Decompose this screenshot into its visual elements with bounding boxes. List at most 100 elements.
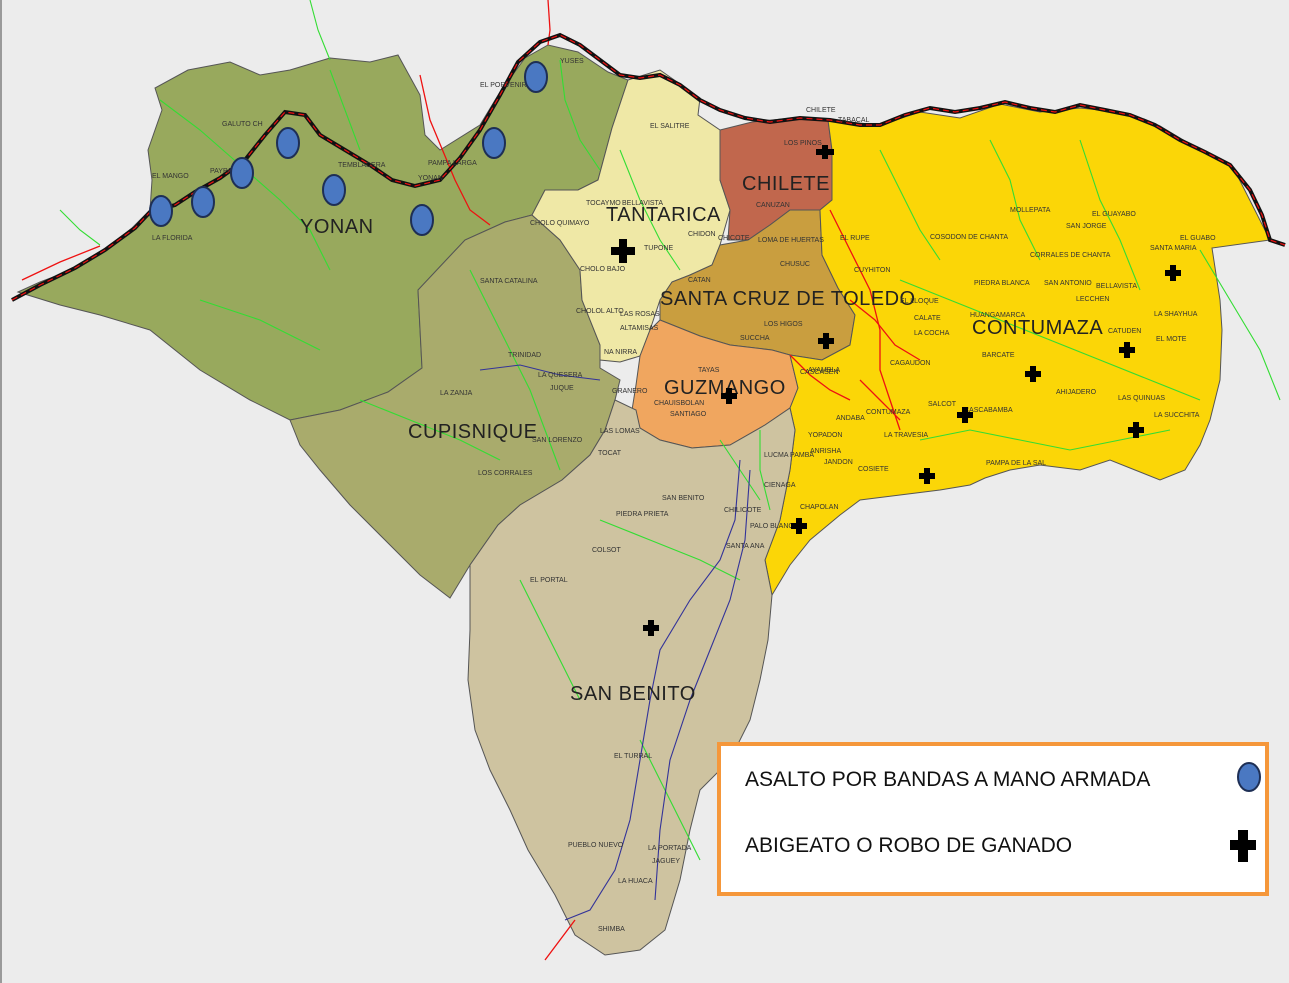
place-granero: GRANERO	[612, 388, 648, 395]
place-la-shayhua: LA SHAYHUA	[1154, 311, 1198, 318]
river-18	[309, 0, 331, 61]
place-la-florida: LA FLORIDA	[152, 235, 193, 242]
theft-marker	[721, 388, 737, 404]
place-tembladera: TEMBLADERA	[338, 162, 386, 169]
place-el-lloque: EL LLOQUE	[900, 298, 939, 305]
place-chicote: CHICOTE	[718, 235, 750, 242]
place-catan: CATAN	[688, 277, 711, 284]
place-chapolan: CHAPOLAN	[800, 504, 839, 511]
river-9	[899, 279, 1201, 401]
place-bellavista-c: BELLAVISTA	[1096, 283, 1137, 290]
place-piedra-prieta: PIEDRA PRIETA	[616, 511, 669, 518]
track-network	[479, 364, 751, 921]
place-jugue: JUQUE	[550, 385, 574, 392]
theft-marker	[957, 407, 973, 423]
place-las-quinuas: LAS QUINUAS	[1118, 395, 1165, 402]
place-tocaymo: TOCAYMO	[586, 200, 621, 207]
frame-left-border	[0, 0, 2, 983]
theft-marker	[791, 518, 807, 534]
place-las-rosas: LAS ROSAS	[620, 311, 660, 318]
place-cascabamba: CASCABAMBA	[964, 407, 1013, 414]
track-san-benito	[564, 459, 741, 921]
track-cupisnique	[479, 364, 601, 381]
place-santa-catalina: SANTA CATALINA	[480, 278, 538, 285]
legend-theft-label: ABIGEATO O ROBO DE GANADO	[745, 834, 1073, 857]
place-andaba: ANDABA	[836, 415, 865, 422]
place-yuses: YUSES	[560, 58, 584, 65]
place-succha: SUCCHA	[740, 335, 770, 342]
place-el-guabo: EL GUABO	[1180, 235, 1216, 242]
theft-marker	[1165, 265, 1181, 281]
place-los-corrales: LOS CORRALES	[478, 470, 533, 477]
place-tupone: TUPONE	[644, 245, 674, 252]
river-3	[559, 59, 601, 171]
place-san-benito-town: SAN BENITO	[662, 495, 705, 502]
place-cholol-alto: CHOLOL ALTO	[576, 308, 624, 315]
river-16	[359, 399, 501, 461]
road-east-2	[859, 379, 901, 421]
place-el-portal: EL PORTAL	[530, 577, 568, 584]
place-corrales-chanta: CORRALES DE CHANTA	[1030, 252, 1111, 259]
place-la-zanja: LA ZANJA	[440, 390, 473, 397]
place-ayambla: AYAMBLA	[808, 367, 840, 374]
place-huangamarca: HUANGAMARCA	[970, 312, 1026, 319]
river-12	[519, 579, 581, 701]
road-east-1	[849, 299, 921, 361]
place-la-quesera: LA QUESERA	[538, 372, 583, 379]
place-bellavista-t: BELLAVISTA	[622, 200, 663, 207]
place-chauisbolan: CHAUISBOLAN	[654, 400, 704, 407]
place-santiago: SANTIAGO	[670, 411, 707, 418]
theft-marker	[816, 145, 834, 159]
place-lecchen: LECCHEN	[1076, 296, 1109, 303]
place-canuzan: CANUZAN	[756, 202, 790, 209]
place-los-pinos: LOS PINOS	[784, 140, 822, 147]
river-10	[919, 429, 1171, 451]
assault-marker	[149, 195, 173, 227]
assault-markers	[149, 61, 548, 236]
place-cuyhuton: CUYHITON	[854, 267, 890, 274]
assault-marker	[482, 127, 506, 159]
track-san-benito-2	[654, 469, 751, 901]
label-santa-cruz: SANTA CRUZ DE TOLEDO	[660, 288, 916, 310]
river-8	[1079, 139, 1141, 291]
map-legend: ASALTO POR BANDAS A MANO ARMADA ABIGEATO…	[717, 742, 1269, 896]
road-network	[21, 0, 921, 961]
place-santa-maria: SANTA MARIA	[1150, 245, 1197, 252]
legend-assault-label: ASALTO POR BANDAS A MANO ARMADA	[745, 768, 1151, 791]
place-la-succhita: LA SUCCHITA	[1154, 412, 1200, 419]
label-tantarica: TANTARICA	[606, 204, 721, 226]
place-la-travesia: LA TRAVESIA	[884, 432, 928, 439]
place-galuto: GALUTO CH	[222, 121, 263, 128]
department-boundary-red	[11, 34, 1286, 301]
label-yonan: YONAN	[300, 216, 374, 238]
place-catuden: CATUDEN	[1108, 328, 1141, 335]
place-jandon: JANDON	[824, 459, 853, 466]
place-tocat: TOCAT	[598, 450, 622, 457]
assault-marker	[410, 204, 434, 236]
place-san-antonio: SAN ANTONIO	[1044, 280, 1092, 287]
theft-marker	[1128, 422, 1144, 438]
place-cagaudon: CAGAUDON	[890, 360, 930, 367]
label-san-benito: SAN BENITO	[570, 683, 696, 705]
place-tabacal: TABACAL	[838, 117, 869, 124]
river-4	[469, 269, 561, 471]
place-los-higos: LOS HIGOS	[764, 321, 803, 328]
assault-marker	[524, 61, 548, 93]
theft-marker	[919, 468, 935, 484]
assault-marker	[322, 174, 346, 206]
place-paypay: PAYPAY	[210, 168, 236, 175]
place-altamisas: ALTAMISAS	[620, 325, 659, 332]
place-lucma-pamba: LUCMA PAMBA	[764, 452, 814, 459]
place-chilicote: CHILICOTE	[724, 507, 762, 514]
place-la-portada: LA PORTADA	[648, 845, 692, 852]
place-la-huaca: LA HUACA	[618, 878, 653, 885]
place-el-rupe: EL RUPE	[840, 235, 870, 242]
theft-marker	[818, 333, 834, 349]
place-calate: CALATE	[914, 315, 941, 322]
assault-marker	[276, 127, 300, 159]
river-6	[879, 149, 941, 261]
place-tayas: TAYAS	[698, 367, 720, 374]
river-7	[989, 139, 1041, 261]
place-cosodon: COSODON DE CHANTA	[930, 234, 1008, 241]
place-el-salitre: EL SALITRE	[650, 123, 690, 130]
